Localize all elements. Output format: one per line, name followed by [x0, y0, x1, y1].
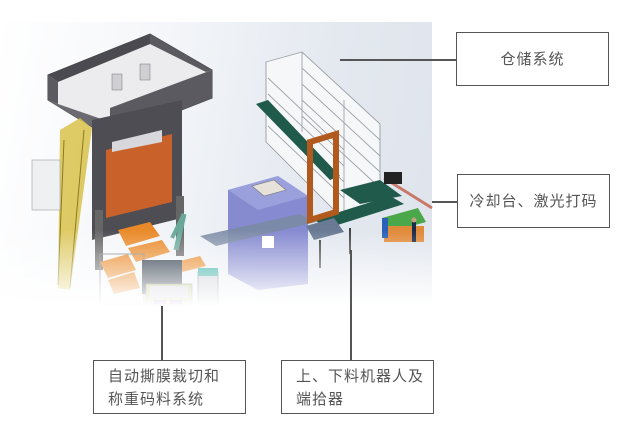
callout-film-line-1: 自动撕膜裁切和: [108, 367, 221, 385]
leader-line-storage: [340, 59, 456, 61]
conveyors: [256, 100, 404, 268]
stacking-gantry: [307, 129, 339, 225]
callout-loading-robot: 上、下料机器人及 端拾器: [281, 360, 434, 414]
leader-line-robot: [350, 250, 352, 360]
callout-film-cutting-weighing: 自动撕膜裁切和 称重码料系统: [93, 360, 246, 414]
callout-robot-line-1: 上、下料机器人及: [296, 367, 425, 385]
callout-cooling-laser-marking: 冷却台、激光打码: [457, 174, 610, 228]
hydraulic-press: [47, 33, 213, 270]
leader-line-film: [161, 306, 163, 360]
callout-storage-text: 仓储系统: [500, 50, 565, 68]
callout-cooling-text: 冷却台、激光打码: [469, 192, 598, 210]
callout-film-line-2: 称重码料系统: [108, 390, 205, 408]
callout-robot-line-2: 端拾器: [296, 390, 345, 408]
callout-storage-system: 仓储系统: [456, 32, 609, 86]
leader-line-cooling: [432, 201, 457, 203]
render-fade: [0, 230, 432, 320]
